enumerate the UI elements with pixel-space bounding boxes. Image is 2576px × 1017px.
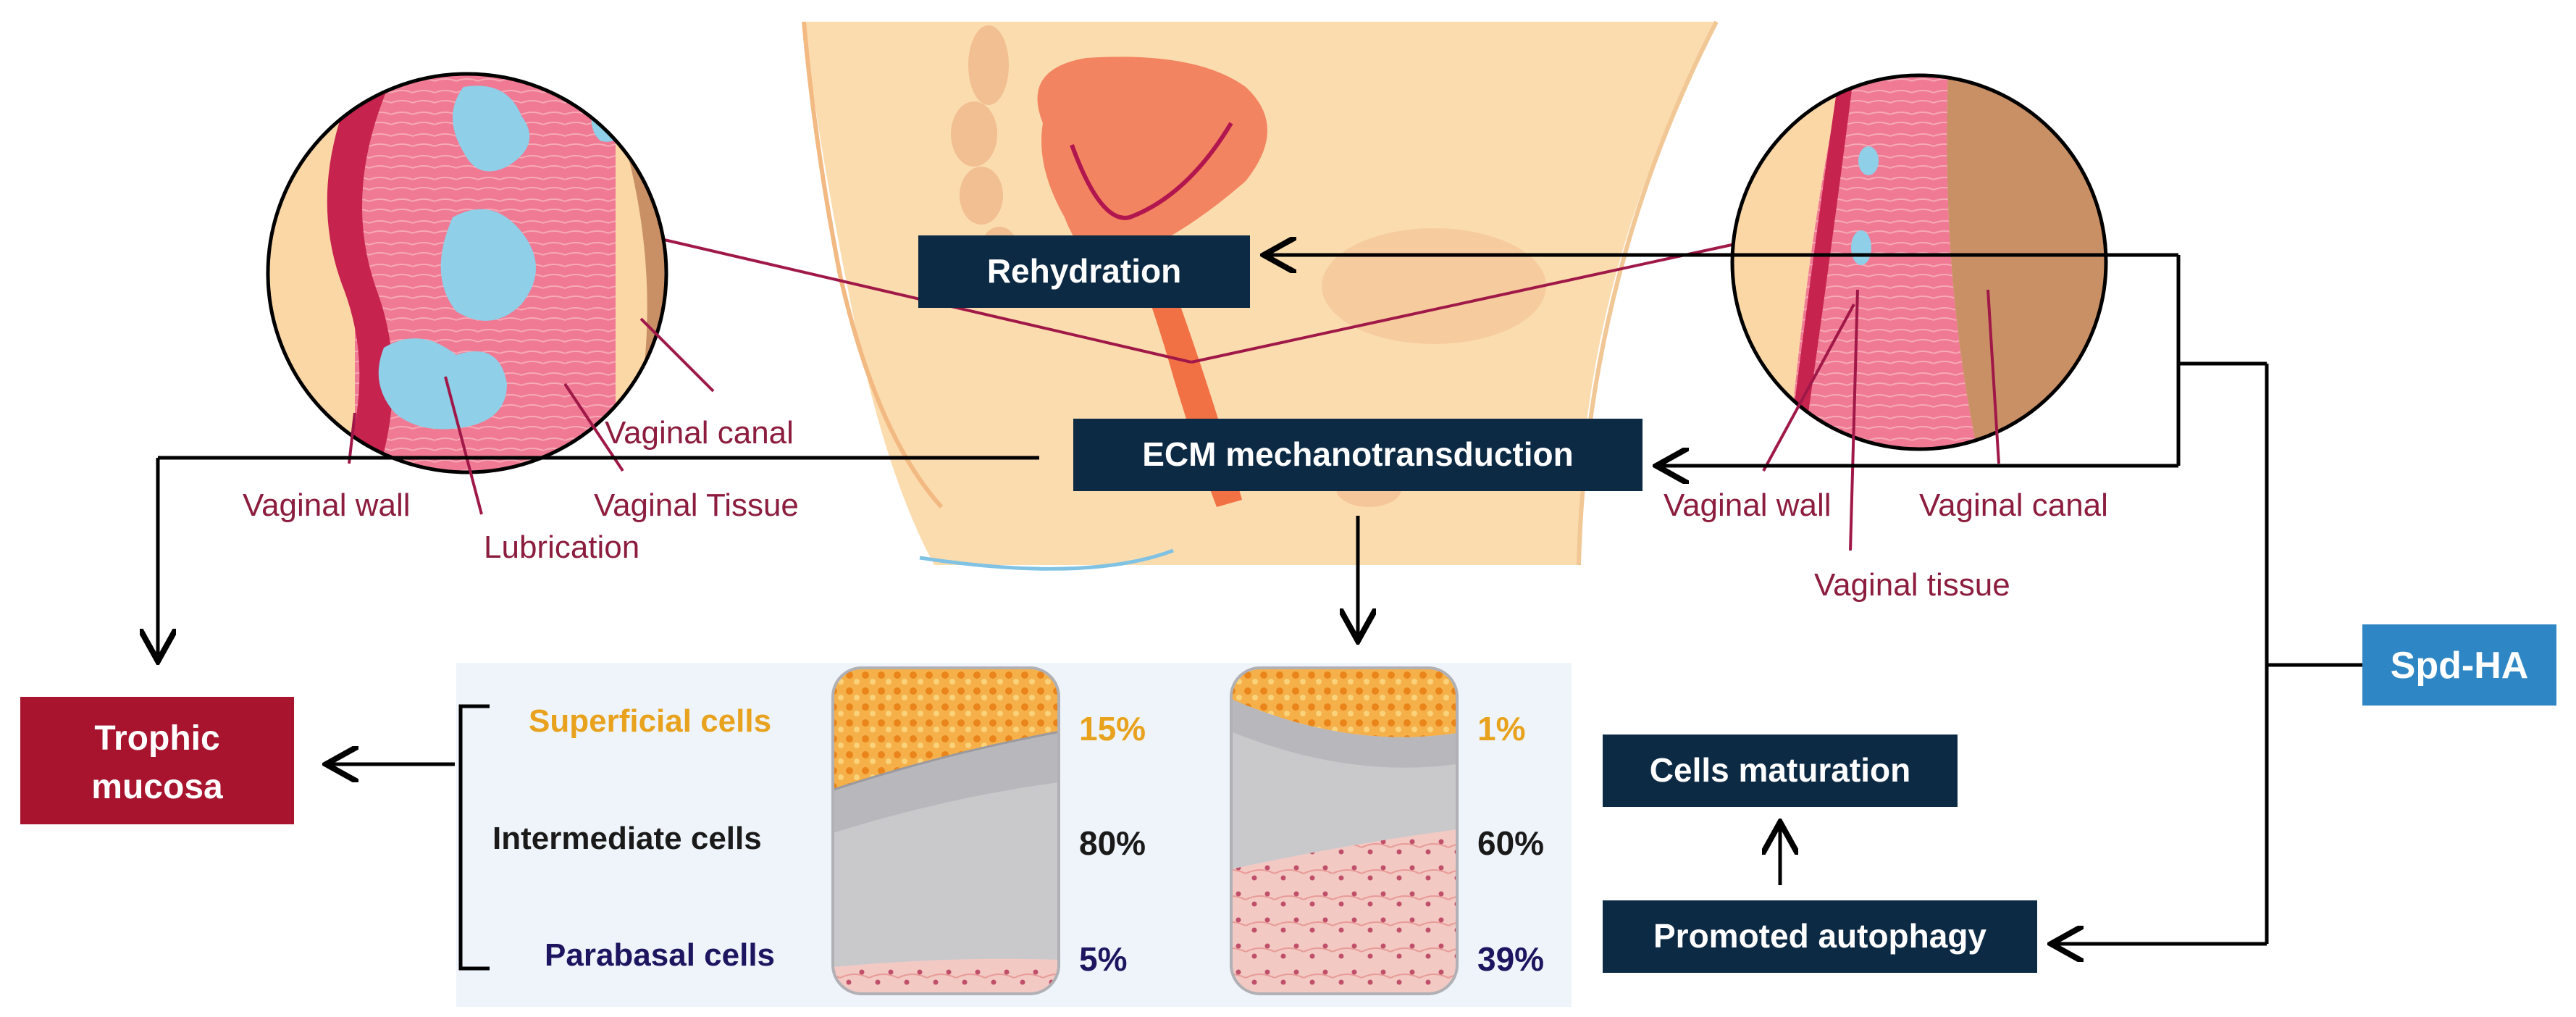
autophagy-label: Promoted autophagy xyxy=(1653,917,1986,955)
rehydration-label: Rehydration xyxy=(987,252,1181,290)
pelvic-anatomy-illustration xyxy=(802,20,1719,571)
label-parabasal-cells: Parabasal cells xyxy=(545,937,775,973)
trophic-label-line1: Trophic xyxy=(94,719,219,758)
rehydration-box xyxy=(918,235,1250,308)
pct-right-parabasal: 39% xyxy=(1477,940,1544,978)
autophagy-box xyxy=(1603,900,2037,973)
left-label-vaginal-tissue: Vaginal Tissue xyxy=(594,487,799,523)
cell-types-bracket xyxy=(458,704,490,971)
pct-left-superficial: 15% xyxy=(1079,710,1146,748)
flow-arrows xyxy=(158,255,2362,944)
left-label-vaginal-canal: Vaginal canal xyxy=(605,415,794,451)
left-label-lubrication: Lubrication xyxy=(484,530,639,565)
pct-left-parabasal: 5% xyxy=(1079,940,1127,978)
ecm-label: ECM mechanotransduction xyxy=(1142,435,1574,473)
pct-right-intermediate: 60% xyxy=(1477,824,1544,862)
right-label-vaginal-wall: Vaginal wall xyxy=(1664,487,1832,523)
label-intermediate-cells: Intermediate cells xyxy=(492,821,762,856)
spd-ha-label: Spd-HA xyxy=(2391,645,2529,687)
cells-maturation-label: Cells maturation xyxy=(1650,751,1910,789)
epithelium-cross-section-right xyxy=(1230,666,1459,995)
trophic-label-line2: mucosa xyxy=(91,768,223,806)
left-label-vaginal-wall: Vaginal wall xyxy=(243,487,411,523)
pct-right-superficial: 1% xyxy=(1477,710,1525,748)
ecm-box xyxy=(1073,419,1642,491)
cells-maturation-box xyxy=(1603,734,1958,807)
label-superficial-cells: Superficial cells xyxy=(529,703,771,739)
vaginal-tissue-zoom-atrophic xyxy=(1730,73,2108,551)
pct-left-intermediate: 80% xyxy=(1079,824,1146,862)
right-label-vaginal-tissue: Vaginal tissue xyxy=(1814,567,2010,603)
right-label-vaginal-canal: Vaginal canal xyxy=(1919,487,2108,523)
vaginal-tissue-zoom-hydrated xyxy=(266,72,715,515)
trophic-mucosa-box xyxy=(20,697,294,824)
spd-ha-box xyxy=(2362,624,2556,706)
epithelium-cross-section-left xyxy=(831,666,1060,995)
